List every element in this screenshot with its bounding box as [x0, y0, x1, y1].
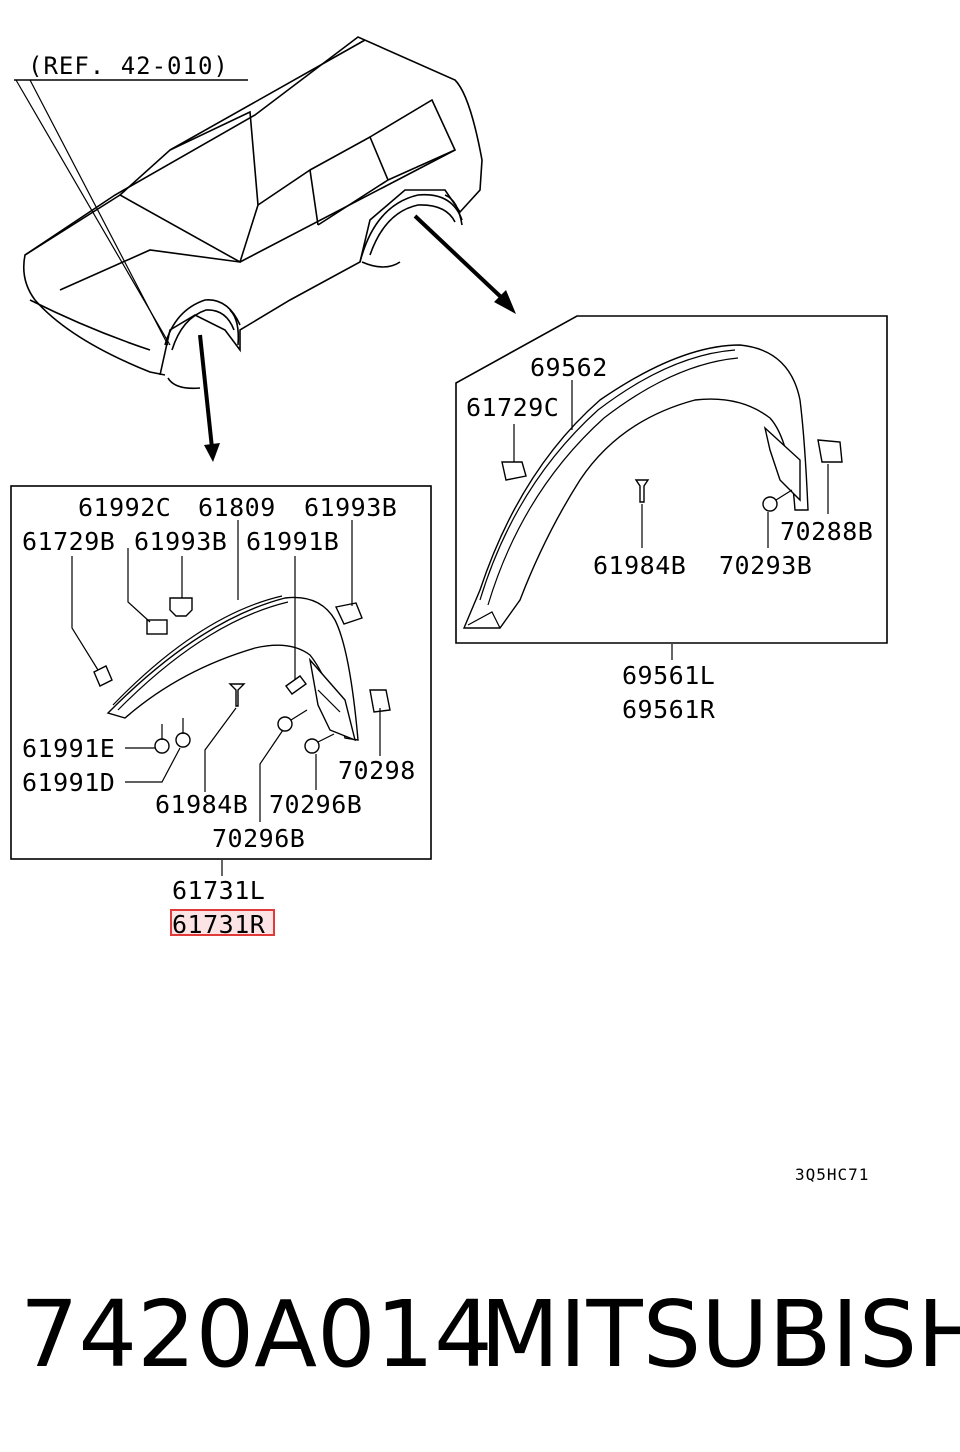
- clip-61993B-top: [169, 597, 193, 617]
- label-61809: 61809: [198, 493, 276, 522]
- clip-61729C: [501, 461, 527, 481]
- assembly-69561R: 69561R: [622, 695, 716, 724]
- assembly-61731R[interactable]: 61731R: [172, 910, 266, 939]
- clip-70298: [369, 689, 391, 713]
- reference-leader-2: [29, 79, 169, 346]
- rear-fender-flare: [462, 344, 809, 629]
- label-70288B: 70288B: [780, 517, 873, 546]
- screw-70296B-b: [304, 738, 320, 754]
- label-61984B: 61984B: [155, 790, 248, 819]
- screw-70296B-a: [277, 716, 293, 732]
- clip-61729B: [93, 665, 113, 687]
- label-70293B: 70293B: [719, 551, 812, 580]
- label-61993B: 61993B: [134, 527, 227, 556]
- label-61992C: 61992C: [78, 493, 171, 522]
- pin-61984B-rear: [634, 479, 650, 503]
- label-61993B-top: 61993B: [304, 493, 397, 522]
- rear-panel: 69562 61729C 70288B 61984B 70293B: [455, 315, 888, 644]
- label-61991D: 61991D: [22, 768, 115, 797]
- pin-61984B: [228, 683, 246, 707]
- front-fender-flare: [106, 596, 359, 741]
- label-61729C: 61729C: [466, 393, 559, 422]
- screw-61991D: [175, 732, 191, 748]
- footer-part-number: 7420A014: [20, 1281, 493, 1388]
- clip-61993B-right: [334, 602, 363, 625]
- label-70296B-a: 70296B: [269, 790, 362, 819]
- screw-61991B: [285, 675, 307, 695]
- clip-70288B: [817, 439, 843, 463]
- reference-label: (REF. 42-010): [28, 52, 229, 80]
- label-61729B: 61729B: [22, 527, 115, 556]
- arrow-to-rear-panel: [413, 214, 516, 314]
- label-61991B: 61991B: [246, 527, 339, 556]
- front-panel: 61992C 61809 61993B 61729B 61993B 61991B…: [10, 485, 432, 860]
- label-61991E: 61991E: [22, 734, 115, 763]
- diagram-code: 3Q5HC71: [795, 1165, 869, 1184]
- rear-panel-frame: [455, 315, 888, 644]
- arrow-to-front-panel: [198, 334, 220, 462]
- front-panel-frame: [10, 485, 432, 860]
- clip-61992C: [146, 619, 168, 635]
- vehicle-outline: [22, 36, 483, 390]
- label-61984B-rear: 61984B: [593, 551, 686, 580]
- highlight-box: [170, 909, 275, 936]
- screw-61991E: [154, 738, 170, 754]
- footer-brand: MITSUBISHI: [480, 1281, 960, 1388]
- screw-70293B: [762, 496, 778, 512]
- assembly-69561L: 69561L: [622, 661, 715, 690]
- label-69562: 69562: [530, 353, 608, 382]
- label-70296B-b: 70296B: [212, 824, 305, 853]
- label-70298: 70298: [338, 756, 416, 785]
- assembly-61731L: 61731L: [172, 876, 265, 905]
